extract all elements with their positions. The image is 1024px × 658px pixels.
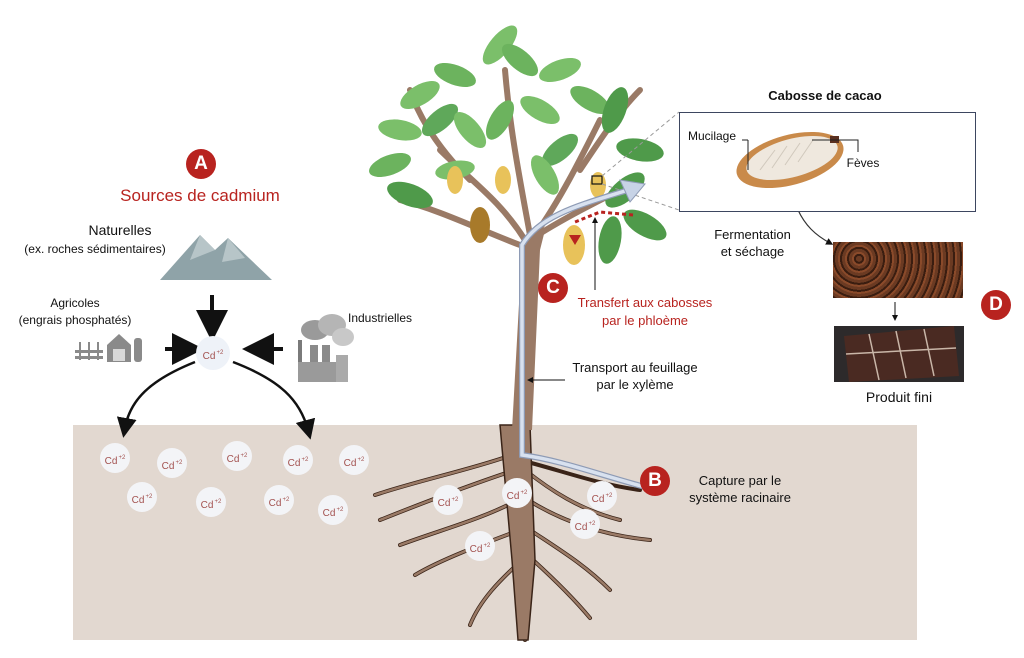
cadmium-ion-soil: Cd+2	[264, 485, 294, 515]
pod-inset-box	[679, 112, 976, 212]
pod-inset-title: Cabosse de cacao	[768, 88, 882, 103]
phloem-label-1: Transfert aux cabosses	[577, 295, 713, 310]
cadmium-ion-root: Cd+2	[465, 531, 495, 561]
badge-d: D	[981, 290, 1011, 320]
cadmium-ion-root: Cd+2	[587, 481, 617, 511]
cadmium-ion-root: Cd+2	[502, 478, 532, 508]
root-capture-label-2: système racinaire	[689, 490, 791, 505]
branches	[397, 67, 643, 248]
cadmium-ion-soil: Cd+2	[339, 445, 369, 475]
beans-label: Fèves	[846, 156, 880, 170]
industrial-label: Industrielles	[347, 311, 413, 325]
cadmium-ion-soil: Cd+2	[283, 445, 313, 475]
cadmium-ion-soil: Cd+2	[318, 495, 348, 525]
factory-icon	[298, 314, 354, 382]
cadmium-ion-soil: Cd+2	[196, 487, 226, 517]
cadmium-ion-soil: Cd+2	[100, 443, 130, 473]
fermentation-label-1: Fermentation	[714, 227, 791, 242]
root-capture-label-1: Capture par le	[698, 473, 782, 488]
agricultural-sublabel: (engrais phosphatés)	[18, 313, 132, 327]
trunk	[512, 230, 545, 430]
final-product-label: Produit fini	[865, 389, 933, 405]
xylem-label-1: Transport au feuillage	[572, 360, 698, 375]
chocolate-bar-image	[834, 326, 964, 382]
cadmium-ion-soil: Cd+2	[222, 441, 252, 471]
sources-title: Sources de cadmium	[120, 186, 280, 205]
cadmium-ion-soil: Cd+2	[157, 448, 187, 478]
fermented-beans-image	[833, 242, 963, 298]
cadmium-ion-root: Cd+2	[570, 509, 600, 539]
natural-sublabel: (ex. roches sédimentaires)	[24, 242, 166, 256]
mucilage-label: Mucilage	[687, 129, 737, 143]
mountain-icon	[160, 235, 272, 280]
badge-c: C	[538, 273, 568, 303]
phloem-label-2: par le phloème	[602, 313, 688, 328]
xylem-label-2: par le xylème	[596, 377, 674, 392]
cadmium-ion-source: Cd+2	[196, 336, 230, 370]
xylem-arrowhead	[619, 179, 646, 203]
agricultural-label: Agricoles	[50, 296, 100, 310]
badge-a: A	[186, 149, 216, 179]
natural-label: Naturelles	[88, 222, 152, 238]
cadmium-ion-soil: Cd+2	[127, 482, 157, 512]
badge-b: B	[640, 466, 670, 496]
fermentation-label-2: et séchage	[720, 244, 785, 259]
phloem-path	[574, 210, 634, 224]
farm-icon	[75, 334, 142, 362]
cadmium-ion-root: Cd+2	[433, 485, 463, 515]
